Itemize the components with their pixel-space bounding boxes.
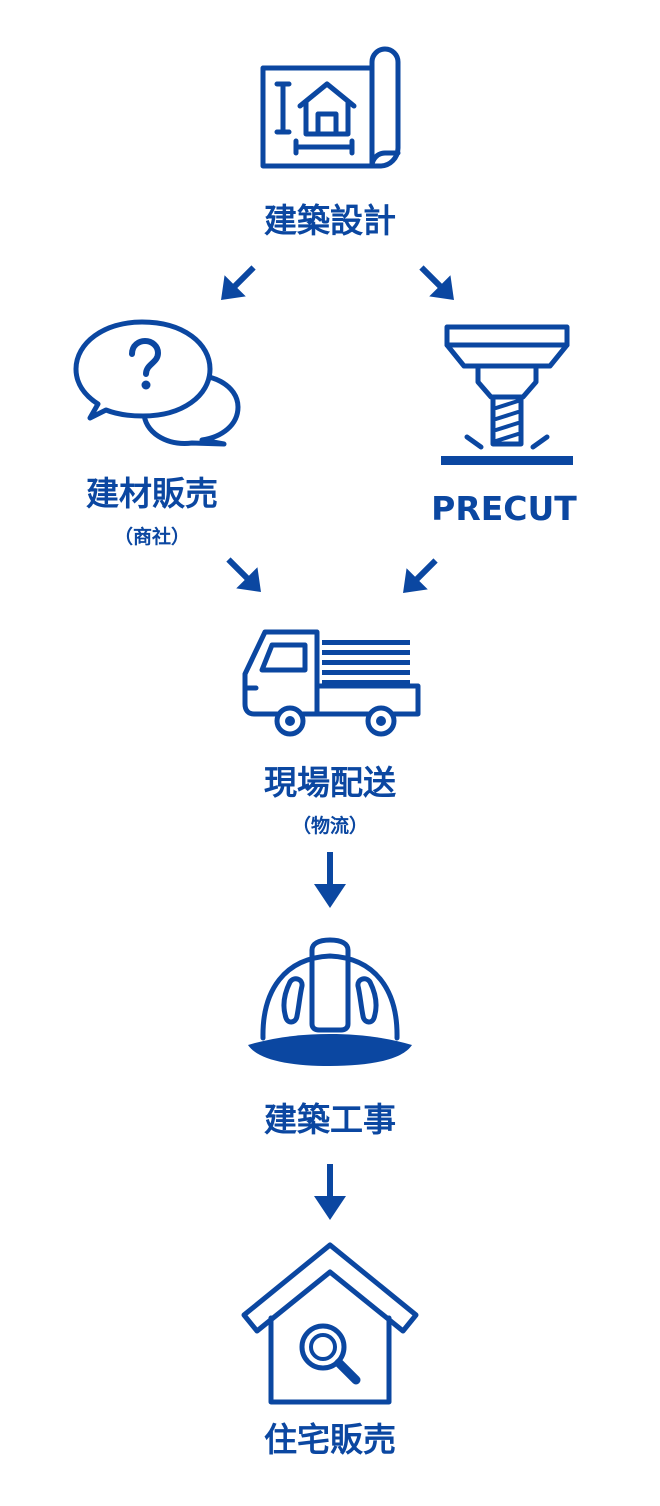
- arrow-precut-to-delivery: [403, 558, 438, 593]
- house-magnifier-icon: [241, 1242, 419, 1405]
- arrow-down-right-icon: [226, 557, 261, 592]
- arrow-construction-to-sales: [314, 1164, 346, 1220]
- step-delivery-sub: （物流）: [292, 814, 368, 837]
- step-precut: PRECUT: [431, 324, 577, 528]
- hard-hat-icon: [248, 937, 412, 1066]
- step-delivery: 現場配送 （物流）: [242, 629, 421, 837]
- arrow-down-right-icon: [419, 265, 454, 300]
- step-materials-sub: （商社）: [114, 525, 190, 548]
- precut-drill-icon: [441, 324, 573, 465]
- arrow-design-to-materials: [221, 265, 256, 300]
- arrow-delivery-to-construction: [314, 852, 346, 908]
- step-sales-label: 住宅販売: [264, 1420, 396, 1459]
- blueprint-house-icon: [260, 46, 401, 169]
- arrow-down-icon: [314, 1164, 346, 1220]
- step-materials-label: 建材販売: [86, 474, 218, 513]
- arrow-design-to-precut: [419, 265, 454, 300]
- lumber-truck-icon: [242, 629, 421, 737]
- step-sales: 住宅販売: [241, 1242, 419, 1459]
- step-construction-label: 建築工事: [264, 1100, 396, 1139]
- arrow-down-left-icon: [403, 558, 438, 593]
- arrow-down-left-icon: [221, 265, 256, 300]
- arrow-down-icon: [314, 852, 346, 908]
- step-design-label: 建築設計: [264, 201, 396, 240]
- step-materials: 建材販売 （商社）: [73, 319, 241, 548]
- speech-bubbles-question-icon: [73, 319, 241, 447]
- step-precut-label: PRECUT: [431, 489, 577, 528]
- step-construction: 建築工事: [248, 937, 412, 1139]
- arrow-materials-to-delivery: [226, 557, 261, 592]
- step-design: 建築設計: [260, 46, 401, 240]
- step-delivery-label: 現場配送: [264, 763, 396, 802]
